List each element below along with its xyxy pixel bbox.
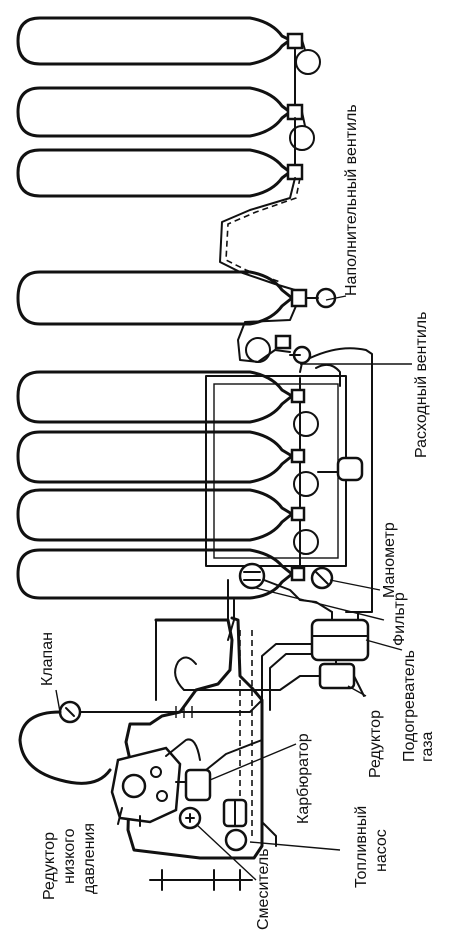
label-mixer: Смеситель	[255, 848, 272, 930]
label-fuel-pump-line2: насос	[373, 829, 390, 872]
low-pressure-reducer	[110, 738, 201, 827]
gas-heater-assembly	[310, 611, 370, 697]
valve-handwheel-7	[293, 529, 319, 555]
cylinder-8	[16, 548, 294, 600]
cylinder-valve-5	[290, 388, 306, 404]
pipe-connections	[169, 579, 321, 771]
valve-assembly	[18, 700, 171, 785]
pipe-loop-1	[245, 337, 271, 363]
engine-outline	[124, 616, 264, 860]
label-low-pressure-reducer-line2: низкого	[61, 828, 78, 884]
filter-body	[238, 562, 266, 590]
label-reducer: Редуктор	[367, 710, 384, 778]
cylinder-valve-2	[286, 103, 304, 121]
filling-valve-handwheel	[315, 287, 337, 309]
label-carburetor: Карбюратор	[295, 733, 312, 824]
auxiliary-tank	[336, 456, 364, 482]
cylinder-valve-1	[286, 32, 304, 50]
gas-heater-body	[310, 618, 370, 662]
cylinder-valve-7	[290, 506, 306, 522]
cylinder-5	[16, 370, 294, 424]
label-low-pressure-reducer-line3: давления	[81, 822, 98, 894]
carburetor-body	[184, 768, 212, 802]
cylinder-6	[16, 430, 294, 484]
supply-valve-body	[274, 334, 292, 350]
cylinder-valve-3	[286, 163, 304, 181]
leader-lines	[55, 295, 412, 881]
label-fuel-pump-line1: Топливный	[353, 805, 370, 888]
label-manometer: Манометр	[381, 522, 398, 598]
fuel-filter	[224, 828, 248, 852]
label-gas-heater-line1: Подогреватель	[401, 650, 418, 762]
label-gas-heater-line2: газа	[419, 731, 436, 762]
hose	[18, 710, 112, 785]
label-filling-valve: Наполнительный вентиль	[343, 104, 360, 296]
valve-handwheel-5	[293, 411, 319, 437]
valve-handwheel-6	[293, 471, 319, 497]
air-intake-hook	[174, 656, 201, 691]
cylinder-1	[16, 16, 292, 66]
valve-handwheel-2	[289, 125, 315, 151]
cylinder-group-middle	[16, 270, 373, 613]
cylinder-4	[16, 270, 294, 326]
carburetor-assembly	[178, 768, 277, 852]
cylinder-2	[16, 86, 292, 138]
label-supply-valve: Расходный вентиль	[413, 311, 430, 458]
cylinder-7	[16, 488, 294, 542]
cylinder-valve-8	[290, 566, 306, 582]
cylinder-group-lower	[16, 363, 364, 613]
cylinder-valve-6	[290, 448, 306, 464]
filling-valve-body	[290, 288, 308, 308]
valve-handwheel-1	[295, 49, 321, 75]
reducer-body	[318, 662, 356, 690]
label-valve: Клапан	[39, 632, 56, 686]
label-low-pressure-reducer-line1: Редуктор	[41, 832, 58, 900]
cylinder-3	[16, 148, 292, 198]
cylinder-group-upper	[16, 16, 321, 291]
label-filter: Фильтр	[391, 592, 408, 646]
